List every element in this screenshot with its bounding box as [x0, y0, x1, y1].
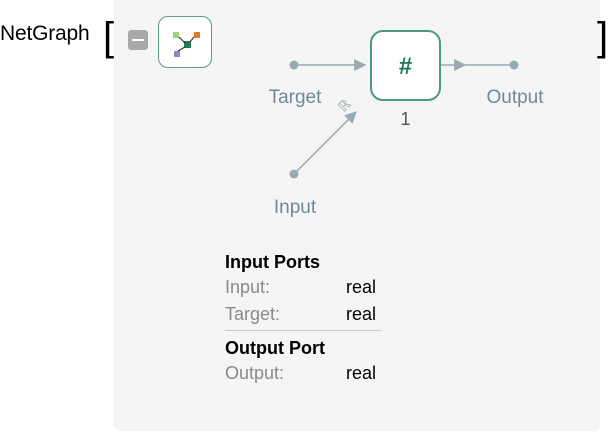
port-type: real — [346, 304, 377, 324]
input-port-row-input: Input: real — [225, 274, 385, 301]
output-ports-title: Output Port — [225, 338, 325, 358]
input-port-row-target: Target: real — [225, 301, 385, 328]
port-type: real — [346, 277, 377, 297]
layer-node-index: 1 — [400, 109, 410, 129]
ports-divider — [225, 330, 381, 331]
target-port-dot[interactable] — [289, 60, 299, 70]
layer-node-label: # — [399, 53, 412, 80]
output-port-dot[interactable] — [509, 60, 519, 70]
input-port-dot[interactable] — [289, 169, 299, 179]
output-port-row-output: Output: real — [225, 360, 385, 387]
graph-view-button[interactable] — [158, 16, 212, 68]
port-name: Target: — [225, 304, 281, 324]
netgraph-head-label: NetGraph — [0, 22, 90, 45]
input-ports-title: Input Ports — [225, 252, 320, 272]
collapse-icon[interactable] — [128, 30, 148, 50]
close-bracket: ] — [597, 15, 609, 59]
net-graph-icon — [173, 32, 200, 57]
port-name: Output: — [225, 363, 285, 383]
port-name: Input: — [225, 277, 271, 297]
target-port-label: Target — [269, 87, 323, 108]
edge-annotation-label: ℝ — [336, 97, 354, 115]
layer-node-box[interactable] — [370, 30, 441, 101]
edge-input-to-node — [293, 111, 357, 175]
output-port-label: Output — [486, 87, 544, 108]
port-type: real — [346, 363, 377, 383]
input-port-label: Input — [274, 197, 317, 218]
ports-table: Input Ports Input: real Target: real Out… — [225, 250, 385, 387]
open-bracket: [ — [103, 15, 115, 59]
netgraph-panel — [114, 0, 600, 431]
